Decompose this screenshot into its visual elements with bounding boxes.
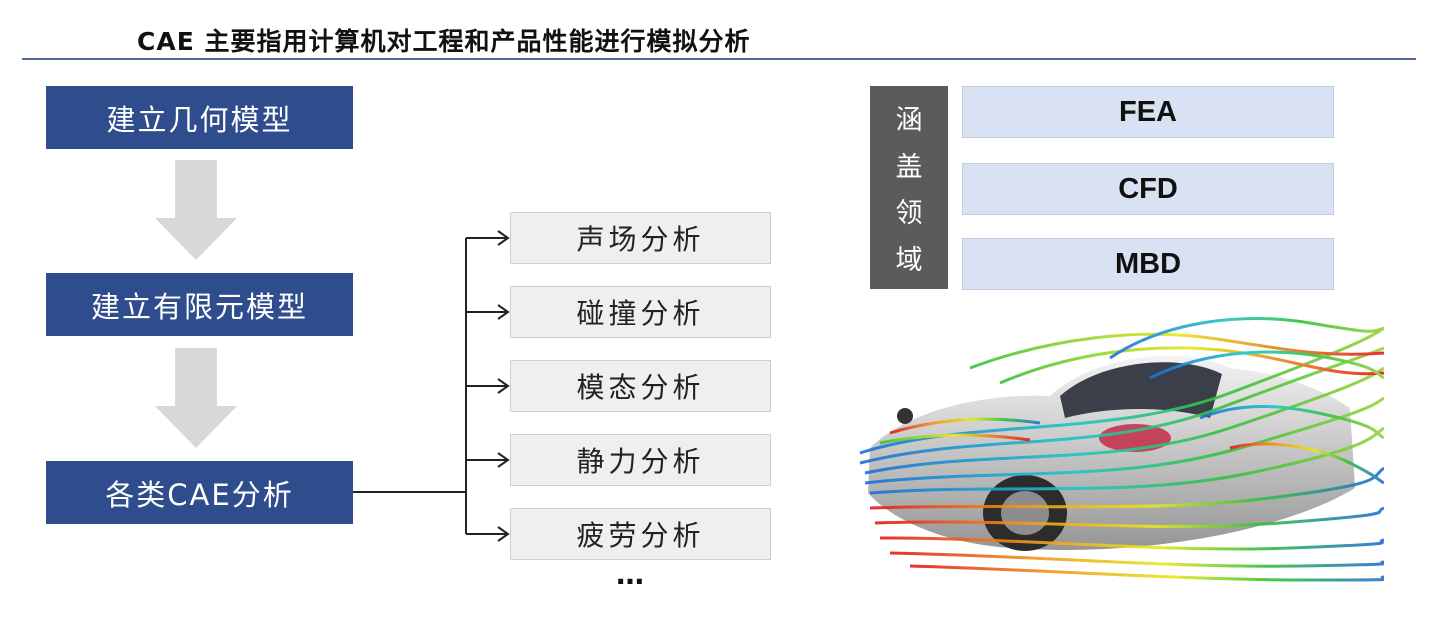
analysis-fatigue: 疲劳分析	[510, 508, 771, 560]
page-title: CAE 主要指用计算机对工程和产品性能进行模拟分析	[137, 27, 751, 56]
analysis-modal: 模态分析	[510, 360, 771, 412]
down-arrow-icon	[155, 160, 237, 260]
analysis-crash: 碰撞分析	[510, 286, 771, 338]
field-mbd: MBD	[962, 238, 1334, 290]
analysis-acoustic: 声场分析	[510, 212, 771, 264]
car-streamline-cfd-simulation-icon	[850, 298, 1384, 596]
flow-step-fem-model: 建立有限元模型	[46, 273, 353, 336]
coverage-label: 涵 盖 领 域	[870, 86, 948, 289]
analysis-more-ellipsis: …	[616, 558, 646, 591]
down-arrow-icon	[155, 348, 237, 448]
field-cfd: CFD	[962, 163, 1334, 215]
analysis-static: 静力分析	[510, 434, 771, 486]
field-fea: FEA	[962, 86, 1334, 138]
coverage-char: 域	[895, 245, 923, 277]
coverage-char: 涵	[895, 104, 923, 136]
coverage-char: 盖	[895, 151, 923, 183]
flow-step-geometry-model: 建立几何模型	[46, 86, 353, 149]
coverage-char: 领	[895, 198, 923, 230]
title-divider	[22, 58, 1416, 60]
flow-step-cae-analysis: 各类CAE分析	[46, 461, 353, 524]
